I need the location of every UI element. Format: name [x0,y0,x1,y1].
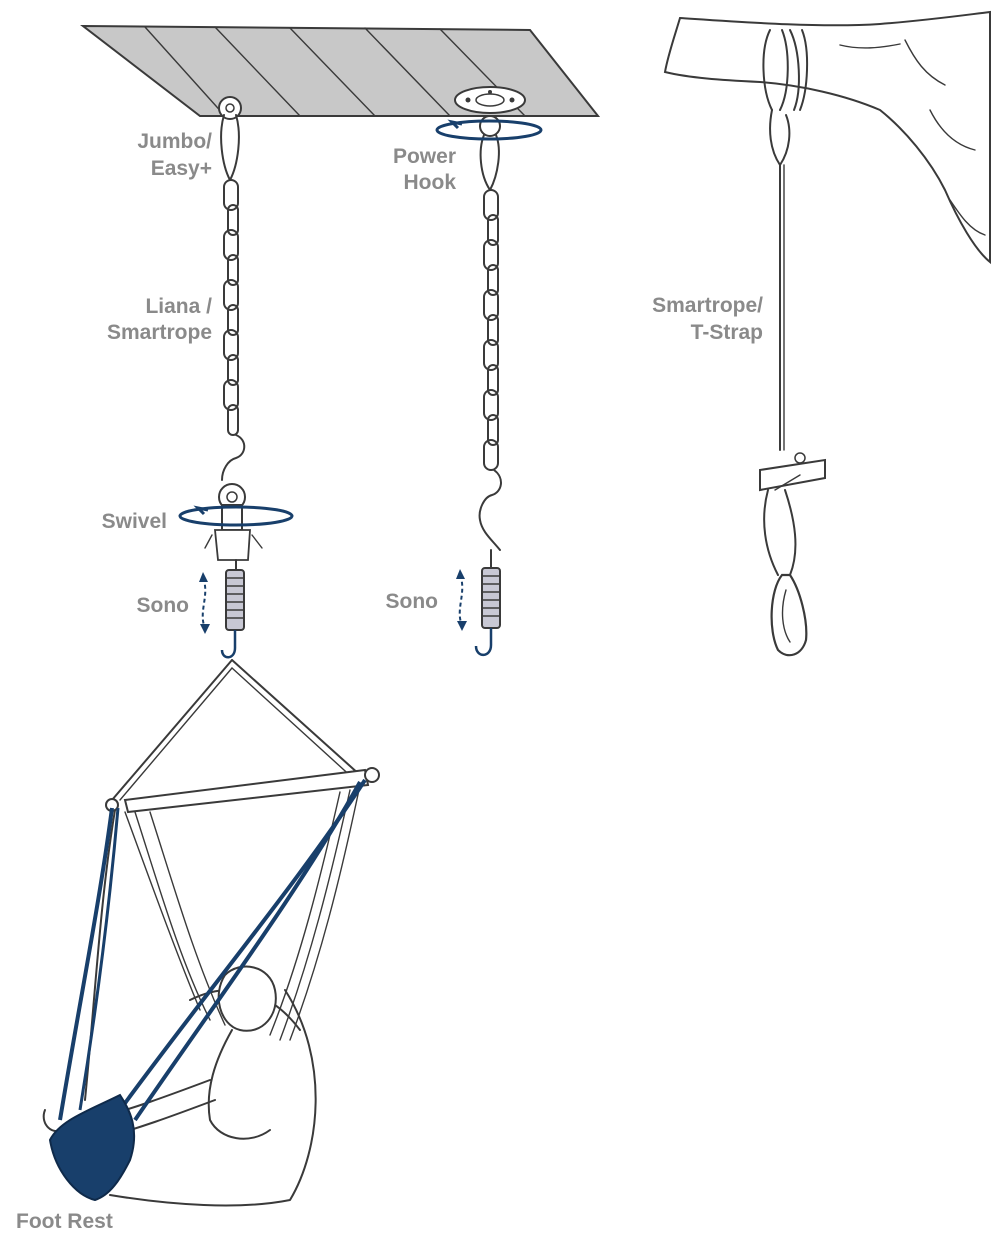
tree-branch [663,10,991,265]
liana-chain-left [221,179,246,481]
label-liana-line1: Liana / [145,295,212,318]
liana-chain-middle [478,189,502,551]
label-sono-left: Sono [137,594,190,617]
jumbo-hook [218,96,242,181]
label-smartrope-line1: Smartrope/ [652,294,763,317]
carabiner [770,573,808,657]
swivel-rotation-arrow [178,505,294,527]
power-hook-rotation-arrow [435,119,543,141]
smartrope-tree-rope [762,29,809,451]
t-strap-adjuster [759,452,826,576]
sono-stretch-arrow-left [199,572,210,634]
label-power-line1: Power [393,145,456,168]
label-liana-line2: Smartrope [107,321,212,344]
label-jumbo-line1: Jumbo/ [137,130,212,153]
label-swivel: Swivel [102,510,167,533]
label-foot-rest: Foot Rest [16,1210,113,1233]
sono-stretch-arrow-middle [456,569,467,631]
label-smartrope-line2: T-Strap [691,321,763,344]
label-jumbo-line2: Easy+ [151,157,212,180]
sono-spring-middle [474,549,501,657]
foot-rest [48,778,367,1202]
label-power-line2: Hook [404,171,457,194]
swivel-device [204,483,263,561]
label-sono-middle: Sono [386,590,439,613]
sono-spring-left [220,559,245,659]
